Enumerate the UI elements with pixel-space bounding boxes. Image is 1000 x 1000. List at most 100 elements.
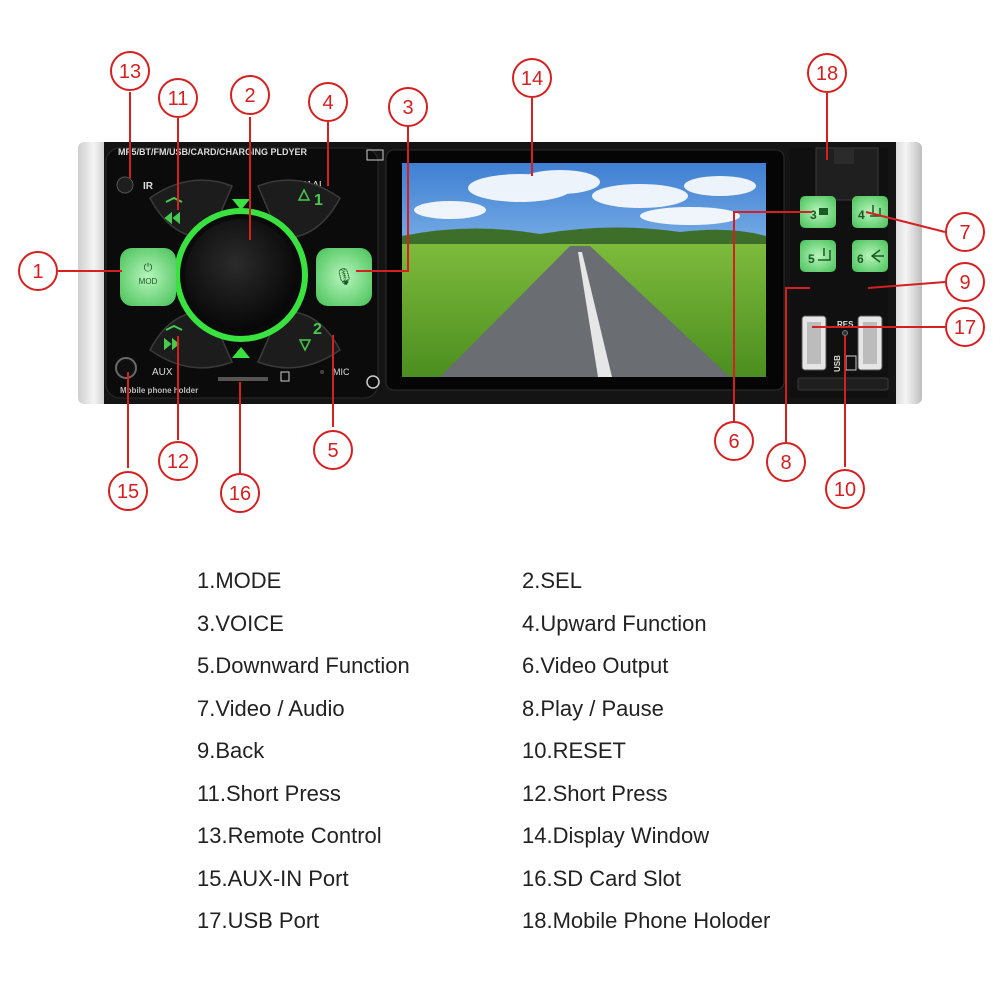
callout-circle	[388, 87, 428, 127]
legend-item-11: 11.Short Press	[197, 781, 341, 806]
callout-11: 11	[158, 78, 198, 118]
usb-port-right-tongue	[863, 322, 877, 364]
prev-call-icon[interactable]	[164, 196, 183, 225]
callout-number: 16	[229, 483, 251, 505]
callout-12: 12	[158, 441, 198, 481]
video-output-button[interactable]: 3	[800, 196, 836, 228]
play-pause-key-number: 5	[808, 252, 815, 266]
right-endcap	[890, 142, 922, 404]
bottom-slot	[797, 377, 889, 391]
camera-icon	[366, 375, 380, 389]
display-window	[402, 163, 766, 377]
up-triangle-icon	[297, 188, 311, 201]
sel-knob[interactable]	[185, 219, 297, 331]
sd-card-slot[interactable]	[218, 377, 268, 381]
aux-jack[interactable]	[115, 357, 137, 379]
callout-circle	[825, 469, 865, 509]
power-icon: ⏻	[144, 261, 153, 274]
callout-2: 2	[230, 75, 270, 115]
legend-item-14: 14.Display Window	[522, 823, 710, 848]
legend-item-9: 9.Back	[197, 738, 265, 763]
ir-sensor-icon	[116, 176, 134, 194]
usb-label: USB	[833, 355, 842, 372]
left-endcap	[78, 142, 110, 404]
next-call-icon[interactable]	[164, 324, 183, 351]
down-triangle-icon	[298, 339, 312, 352]
callout-7: 7	[945, 212, 985, 252]
legend-item-2: 2.SEL	[522, 568, 582, 593]
callout-circle	[110, 51, 150, 91]
video-audio-key-number: 4	[858, 208, 865, 222]
callout-number: 10	[834, 479, 856, 501]
mic-hole	[320, 370, 324, 374]
up-key[interactable]: 1	[297, 188, 323, 209]
callout-1: 1	[18, 251, 58, 291]
sd-card-icon	[280, 371, 290, 382]
up-arrow-icon	[232, 199, 250, 210]
res-label: RES	[837, 320, 854, 329]
down-key[interactable]: 2	[298, 321, 322, 352]
callout-circle	[512, 58, 552, 98]
voice-button[interactable]: 🎙	[316, 248, 372, 306]
legend-item-3: 3.VOICE	[197, 611, 284, 636]
callout-number: 15	[117, 481, 139, 503]
mode-button[interactable]: ⏻ MOD	[120, 248, 176, 306]
callout-3: 3	[388, 87, 428, 127]
callout-4: 4	[308, 82, 348, 122]
callout-number: 1	[32, 261, 43, 283]
video-icon	[819, 208, 828, 215]
callout-6: 6	[714, 421, 754, 461]
callout-number: 17	[954, 317, 976, 339]
mic-label: MIC	[333, 367, 350, 377]
radio-diagram: MP5/BT/FM/USB/CARD/CHARGING PLDYER 4051A…	[18, 51, 985, 513]
legend-item-4: 4.Upward Function	[522, 611, 707, 636]
play-pause-button[interactable]: 5	[800, 240, 836, 272]
back-key-number: 6	[857, 252, 864, 266]
video-output-key-number: 3	[810, 208, 817, 222]
legend-item-15: 15.AUX-IN Port	[197, 866, 349, 891]
legend-item-1: 1.MODE	[197, 568, 282, 593]
legend-item-5: 5.Downward Function	[197, 653, 410, 678]
hd-badge-icon	[366, 149, 384, 161]
callout-circle	[108, 471, 148, 511]
reset-hole[interactable]	[842, 330, 848, 336]
callout-number: 3	[402, 97, 413, 119]
legend-item-7: 7.Video / Audio	[197, 696, 345, 721]
legend-item-10: 10.RESET	[522, 738, 626, 763]
play-pause-icon	[818, 248, 831, 261]
callout-circle	[18, 251, 58, 291]
callout-16: 16	[220, 473, 260, 513]
callout-18: 18	[807, 53, 847, 93]
microphone-icon: 🎙	[334, 267, 354, 286]
callout-number: 18	[816, 63, 838, 85]
aux-label: AUX	[152, 367, 173, 378]
legend-item-12: 12.Short Press	[522, 781, 668, 806]
callout-9: 9	[945, 262, 985, 302]
callout-8: 8	[766, 442, 806, 482]
callout-number: 9	[959, 272, 970, 294]
callout-number: 4	[322, 92, 333, 114]
callout-number: 2	[244, 85, 255, 107]
callout-circle	[945, 262, 985, 302]
holder-label: Mobile phone holder	[120, 386, 198, 395]
back-button[interactable]: 6	[852, 240, 888, 272]
callout-number: 5	[327, 440, 338, 462]
callout-circle	[945, 212, 985, 252]
callout-number: 8	[780, 452, 791, 474]
callout-15: 15	[108, 471, 148, 511]
legend-item-18: 18.Mobile Phone Holoder	[522, 908, 771, 933]
legend-item-16: 16.SD Card Slot	[522, 866, 681, 891]
back-arrow-icon	[870, 249, 884, 263]
callout-circle	[766, 442, 806, 482]
callout-circle	[807, 53, 847, 93]
phone-holder-clip	[834, 148, 854, 164]
usb-port-left-tongue	[807, 322, 821, 364]
callout-number: 7	[959, 222, 970, 244]
callout-number: 11	[168, 88, 189, 110]
callout-13: 13	[110, 51, 150, 91]
mode-label: MOD	[139, 277, 158, 286]
callout-circle	[714, 421, 754, 461]
callout-circle	[158, 78, 198, 118]
legend-item-13: 13.Remote Control	[197, 823, 382, 848]
